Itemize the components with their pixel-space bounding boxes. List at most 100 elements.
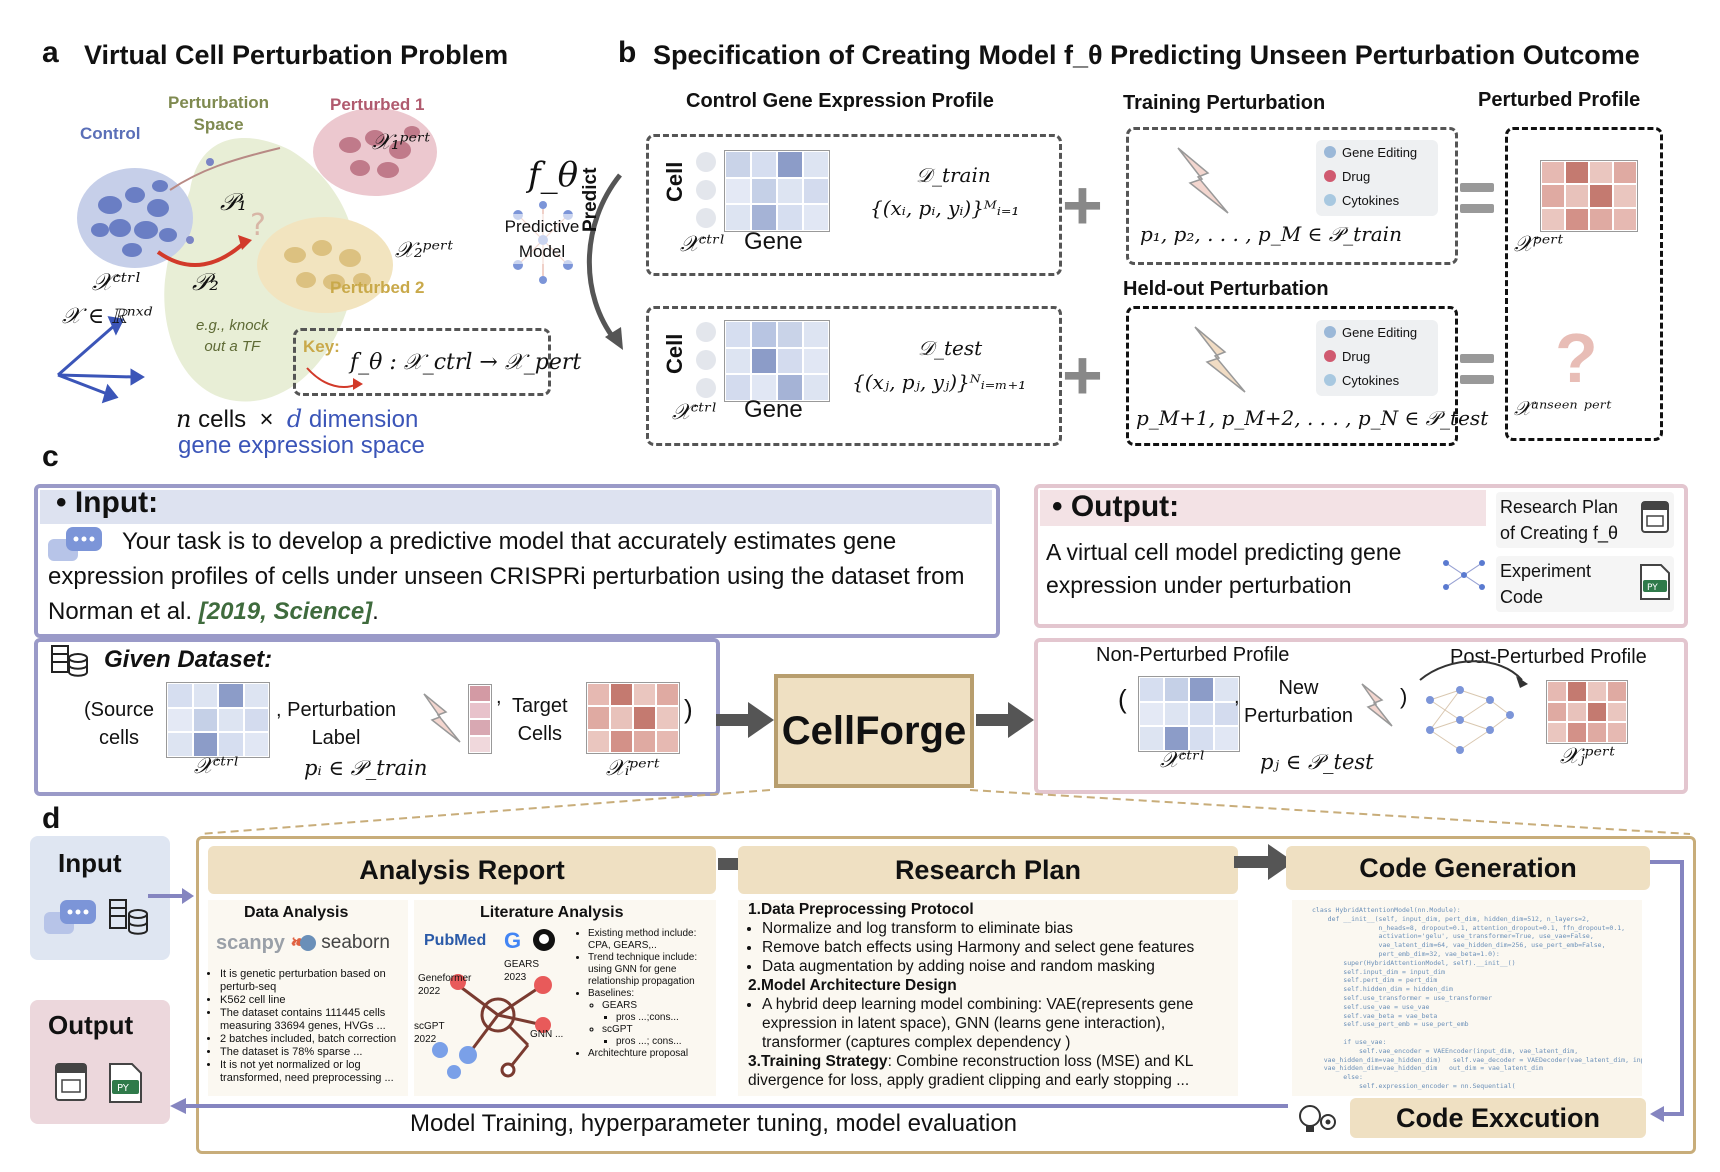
dimension-line: n cells × d dimension [176, 405, 419, 433]
d-train-set: {(xᵢ, pᵢ, yᵢ)}ᴹᵢ₌₁ [870, 196, 1020, 220]
cell-dots-test [696, 322, 716, 398]
key-label: Key: [303, 337, 340, 356]
red-arrow-icon [306, 367, 363, 390]
equals-icon [1460, 183, 1494, 213]
zoom-lines [199, 789, 1691, 835]
key-formula: f_θ : 𝒳_ctrl → 𝒳_pert [350, 350, 582, 375]
output-box [1034, 484, 1688, 628]
non-perturbed-heatmap [1138, 676, 1240, 752]
research-plan-content: 1.Data Preprocessing Protocol Normalize … [748, 900, 1234, 1090]
plus-icon: + [1062, 166, 1103, 244]
loop-text: Model Training, hyperparameter tuning, m… [410, 1110, 1018, 1137]
perturbed-profile-box [1505, 127, 1663, 441]
panel-a-letter: a [42, 36, 59, 69]
google-icon: G [504, 928, 522, 953]
output-example-box [1034, 638, 1688, 794]
x-space-label: 𝒳 ∈ ℝⁿˣᵈ [62, 304, 153, 329]
control-heatmap-test [724, 320, 830, 402]
cellforge-box[interactable]: CellForge [774, 674, 974, 788]
target-heatmap [586, 682, 680, 754]
workflow-frame [196, 836, 1696, 1154]
input-header-bar [40, 490, 992, 524]
x-pert2: 𝒳₂ᵖᵉʳᵗ [395, 238, 454, 263]
perturbed2-label: Perturbed 2 [330, 278, 425, 297]
test-control-box [646, 306, 1062, 446]
network-icon-output [1443, 560, 1485, 590]
document-icon [1641, 501, 1669, 533]
x-pert-label: 𝒳ᵖᵉʳᵗ [1514, 232, 1564, 257]
perturbed-heatmap [1540, 160, 1638, 232]
x-pert1: 𝒳₁ᵖᵉʳᵗ [372, 130, 431, 155]
heldout-perturbation-box [1126, 306, 1458, 446]
panel-d-letter: d [42, 802, 61, 835]
lightning-icon-given [423, 693, 461, 743]
control-profile-title: Control Gene Expression Profile [686, 90, 994, 112]
given-dataset-title: Given Dataset: [104, 646, 273, 673]
output-icons: PY [55, 1063, 142, 1103]
arrow-to-cellforge [716, 702, 774, 738]
node-gnn: GNN ... [530, 1029, 564, 1040]
gene-space-label: gene expression space [178, 432, 425, 459]
x-unseen-label: 𝒳ᵘⁿˢᵉᵉⁿ ᵖᵉʳᵗ [1514, 396, 1612, 420]
scanpy-logo: scanpy ❧ [216, 932, 308, 954]
close-paren: ) [684, 694, 693, 724]
panel-b-title: Specification of Creating Model f_θ Pred… [653, 40, 1640, 70]
seaborn-logo: seaborn [300, 932, 390, 954]
p1-label: 𝒫₁ [220, 188, 247, 216]
x-ctrl-given: 𝒳ᶜᵗʳˡ [194, 754, 240, 779]
input-text: Your task is to develop a predictive mod… [48, 528, 965, 625]
x-ctrl-label: 𝒳ᶜᵗʳˡ [92, 268, 142, 296]
control-cluster [77, 168, 193, 268]
perturbed-profile-title: Perturbed Profile [1478, 89, 1641, 111]
side-input-label: Input [58, 848, 122, 878]
comma-given: , [496, 686, 502, 708]
comma-output: , [1234, 686, 1240, 708]
loop-arrow-bottom [170, 1098, 1288, 1114]
d-test-set: {(xⱼ, pⱼ, yⱼ)}ᴺᵢ₌ₘ₊₁ [852, 370, 1027, 394]
arrow-from-cellforge [976, 702, 1034, 738]
d-train: 𝒟_train [916, 163, 991, 187]
lightning-icon [1177, 147, 1229, 214]
research-plan-card-d [738, 900, 1238, 1096]
literature-graph [432, 974, 552, 1079]
panel-c-letter: c [42, 440, 59, 473]
legend-box-heldout: Gene Editing Drug Cytokines [1316, 320, 1438, 396]
x-ctrl-test: 𝒳ᶜᵗʳˡ [672, 400, 718, 425]
output-title: • Output: [1052, 490, 1180, 523]
perturbed1-label: Perturbed 1 [330, 95, 425, 114]
lightning-icon-heldout [1194, 326, 1246, 393]
perturbed2-cluster [257, 217, 393, 313]
execution-icon [1299, 1105, 1336, 1132]
x-ctrl-train: 𝒳ᶜᵗʳˡ [680, 232, 726, 257]
input-arrow [148, 888, 194, 904]
x-i-pert: 𝒳ᵢᵖᵉʳᵗ [606, 756, 660, 781]
gene-axis-train: Gene [744, 228, 803, 255]
research-plan-header: Research Plan [738, 846, 1238, 894]
x-ctrl-output: 𝒳ᶜᵗʳˡ [1160, 748, 1206, 773]
svg-text:PY: PY [1647, 583, 1658, 593]
pubmed-logo: PubMed [424, 932, 487, 949]
non-perturbed-label: Non-Perturbed Profile [1096, 644, 1290, 666]
p-j-label: pⱼ ∈ 𝒫_test [1260, 750, 1374, 774]
github-icon [533, 929, 555, 951]
literature-bullets: Existing method include: CPA, GEARS,.. T… [574, 928, 714, 1060]
p2-label: 𝒫₂ [192, 268, 219, 296]
panel-b-letter: b [618, 36, 637, 69]
side-output-box [30, 1000, 170, 1124]
train-set-formula: p₁, p₂, . . . , p_M ∈ 𝒫_train [1140, 222, 1402, 246]
question-icon: ? [1555, 319, 1598, 397]
d-test: 𝒟_test [918, 336, 983, 360]
lightning-icon-output [1361, 683, 1393, 727]
side-output-label: Output [48, 1010, 134, 1040]
post-perturbed-heatmap [1546, 680, 1628, 744]
legend-box-train: Gene Editing Drug Cytokines [1316, 140, 1438, 216]
perturbation-vector [468, 684, 492, 754]
chat-icon [48, 527, 102, 561]
code-execution-header: Code Exxcution [1350, 1098, 1646, 1138]
